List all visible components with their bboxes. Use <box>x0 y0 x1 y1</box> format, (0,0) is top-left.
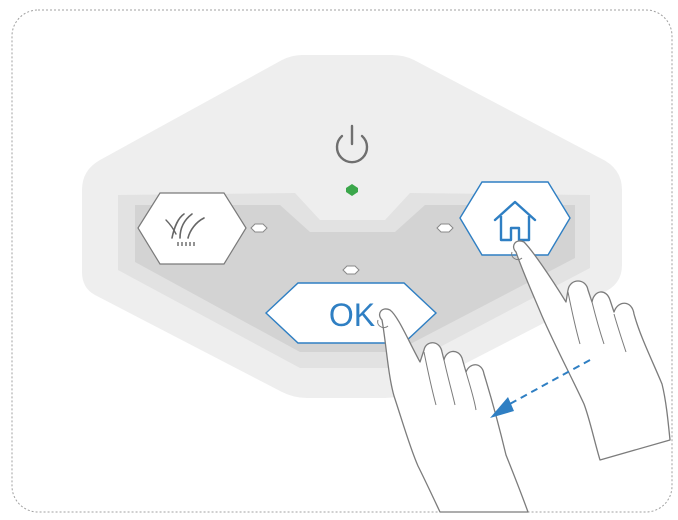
mow-led <box>251 224 267 232</box>
home-led <box>437 224 453 232</box>
ok-button-label: OK <box>329 297 375 333</box>
ok-button[interactable]: OK <box>266 283 436 343</box>
swipe-arrow <box>490 360 590 418</box>
ok-led <box>343 266 359 274</box>
mow-button[interactable] <box>138 193 246 264</box>
